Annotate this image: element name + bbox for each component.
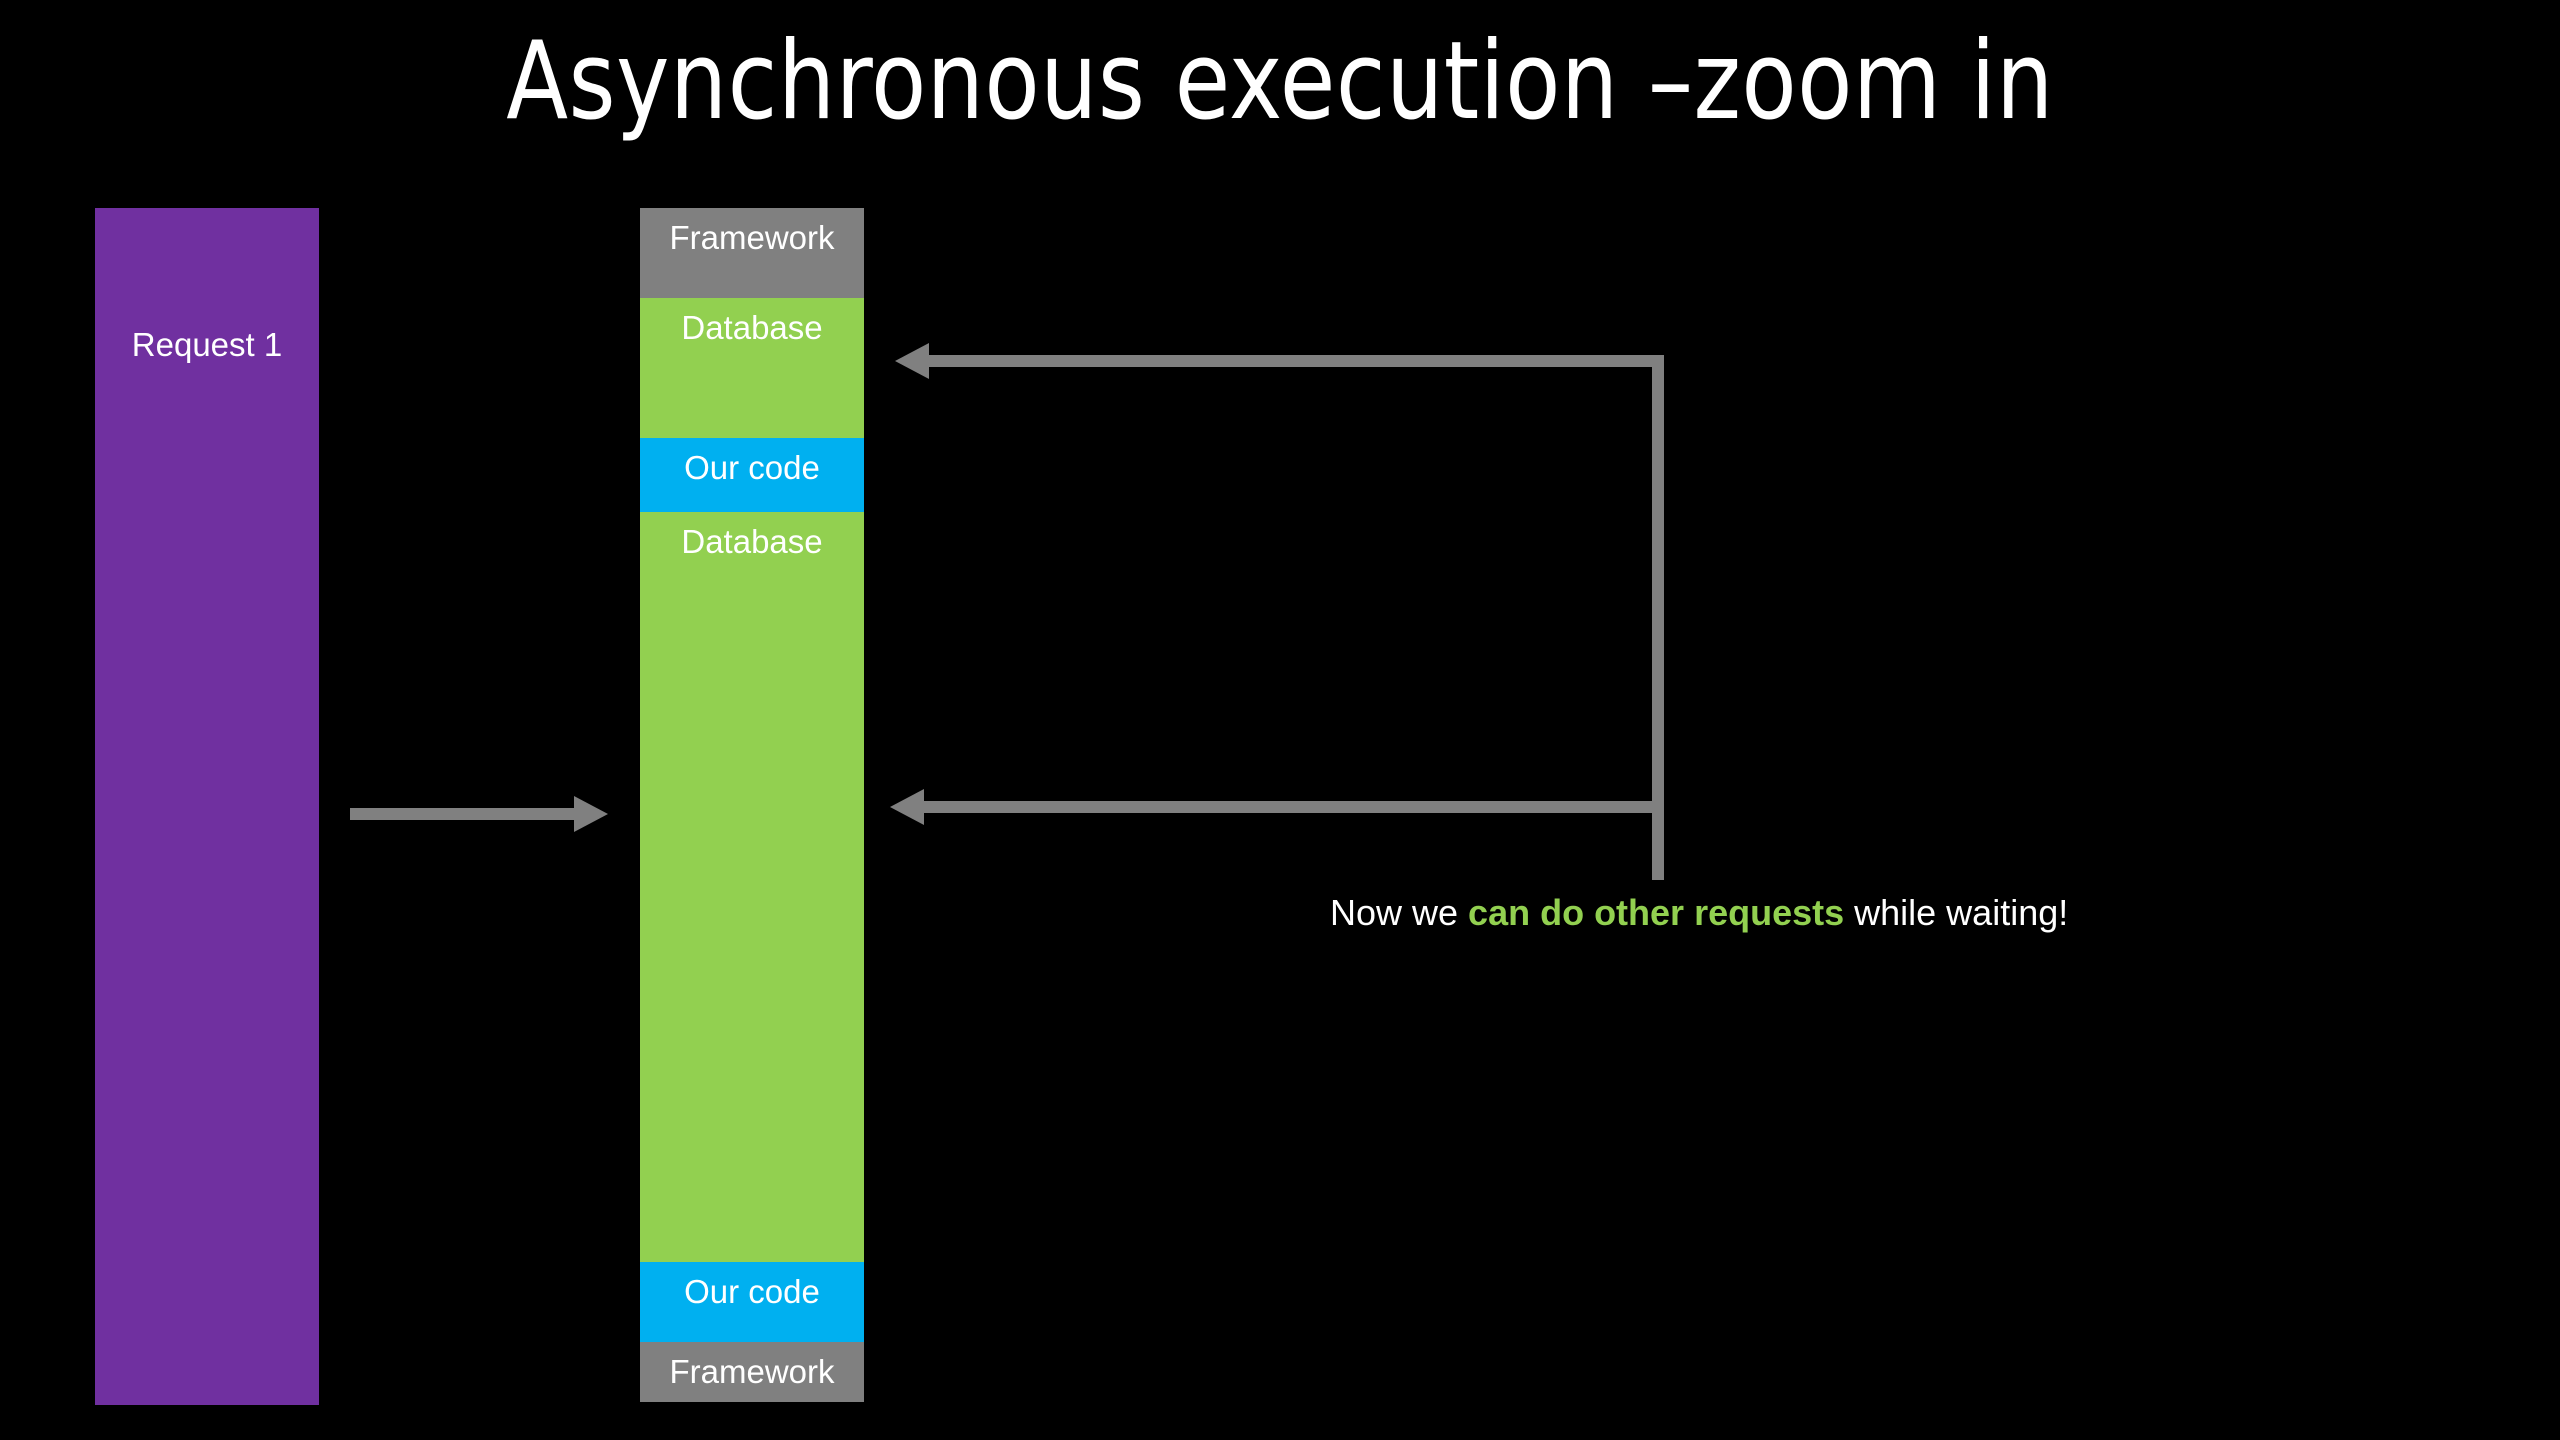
stack-segment-label: Our code — [684, 1273, 820, 1310]
stack-segment-our-code-1: Our code — [640, 438, 864, 512]
callback-connector-vertical-line — [1652, 355, 1664, 880]
stack-segment-database-2: Database — [640, 512, 864, 1262]
execution-stack: Framework Database Our code Database Our… — [640, 208, 864, 1402]
return-arrow-bottom-line — [924, 801, 1664, 813]
caption-text: Now we can do other requests while waiti… — [1330, 890, 2068, 935]
incoming-request-arrow-head-icon — [574, 796, 608, 832]
stack-segment-label: Framework — [669, 1353, 835, 1390]
request-block: Request 1 — [95, 208, 319, 1405]
return-arrow-top-head-icon — [895, 343, 929, 379]
caption-highlight: can do other requests — [1468, 892, 1845, 933]
stack-segment-framework-bottom: Framework — [640, 1342, 864, 1402]
incoming-request-arrow-line — [350, 808, 578, 820]
caption-prefix: Now we — [1330, 892, 1469, 933]
stack-segment-label: Our code — [684, 449, 820, 486]
stack-segment-framework-top: Framework — [640, 208, 864, 298]
page-title: Asynchronous execution –zoom in — [506, 19, 2054, 144]
stack-segment-our-code-2: Our code — [640, 1262, 864, 1342]
stack-segment-label: Database — [681, 523, 823, 560]
stack-segment-label: Framework — [669, 219, 835, 256]
return-arrow-top-line — [929, 355, 1662, 367]
return-arrow-bottom-head-icon — [890, 789, 924, 825]
stack-segment-database-1: Database — [640, 298, 864, 438]
caption-suffix: while waiting! — [1844, 892, 2069, 933]
stack-segment-label: Database — [681, 309, 823, 346]
request-block-label: Request 1 — [131, 326, 283, 363]
